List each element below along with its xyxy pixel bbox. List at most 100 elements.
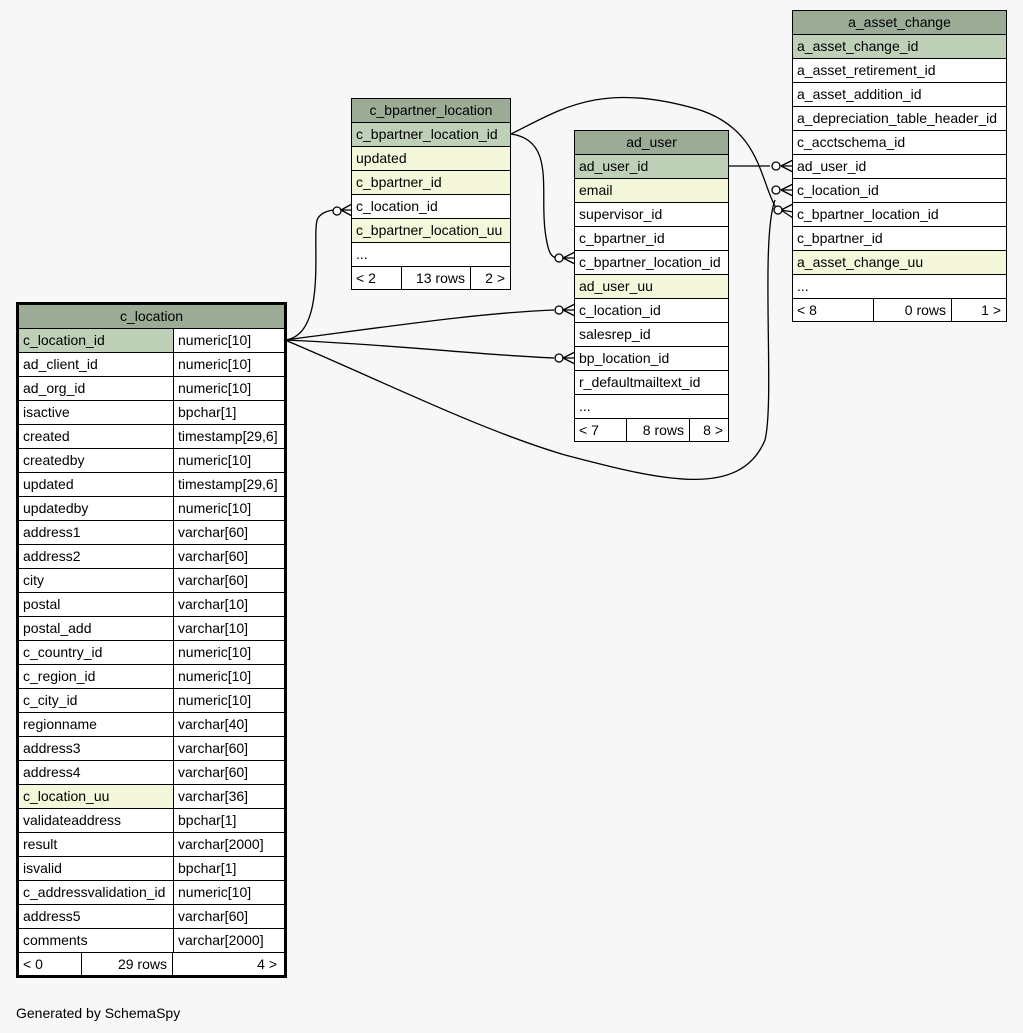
column-row[interactable]: a_asset_addition_id — [793, 83, 1006, 107]
column-name: c_country_id — [23, 644, 103, 660]
parents-count[interactable]: < 0 — [23, 956, 43, 972]
column-row[interactable]: ad_user_id — [575, 155, 728, 179]
column-row[interactable]: c_bpartner_location_id — [575, 251, 728, 275]
column-name: c_location_id — [579, 302, 661, 318]
column-row[interactable]: validateaddress bpchar[1] — [19, 809, 284, 833]
column-type: numeric[10] — [173, 353, 284, 376]
column-name: salesrep_id — [579, 326, 651, 342]
column-type: varchar[40] — [173, 713, 284, 736]
column-row[interactable]: a_asset_retirement_id — [793, 59, 1006, 83]
edge-c-location-to-ad-user-location — [284, 309, 555, 341]
column-row[interactable]: c_bpartner_location_uu — [352, 219, 510, 243]
rows-count: 8 rows — [626, 419, 689, 441]
column-name: address1 — [23, 524, 81, 540]
column-row[interactable]: salesrep_id — [575, 323, 728, 347]
column-name: postal — [23, 596, 61, 612]
column-type: varchar[2000] — [173, 929, 284, 952]
column-name: ad_user_id — [575, 155, 728, 178]
children-count[interactable]: 1 > — [951, 299, 1006, 321]
column-type: numeric[10] — [173, 497, 284, 520]
parents-count[interactable]: < 7 — [579, 422, 599, 438]
column-row[interactable]: a_depreciation_table_header_id — [793, 107, 1006, 131]
column-row[interactable]: c_bpartner_id — [793, 227, 1006, 251]
column-type: varchar[60] — [173, 545, 284, 568]
column-row[interactable]: c_acctschema_id — [793, 131, 1006, 155]
children-count[interactable]: 2 > — [470, 267, 510, 289]
column-row[interactable]: c_location_id — [793, 179, 1006, 203]
column-name: address3 — [23, 740, 81, 756]
column-row[interactable]: a_asset_change_uu — [793, 251, 1006, 275]
column-row[interactable]: updatedby numeric[10] — [19, 497, 284, 521]
column-name: isvalid — [23, 860, 62, 876]
column-row[interactable]: bp_location_id — [575, 347, 728, 371]
column-type: bpchar[1] — [173, 809, 284, 832]
column-row[interactable]: ... — [793, 275, 1006, 299]
column-name: updatedby — [23, 500, 89, 516]
column-name: c_bpartner_id — [352, 171, 510, 194]
column-name: ... — [579, 398, 591, 414]
table-title: ad_user — [575, 131, 728, 155]
column-row[interactable]: c_location_id — [575, 299, 728, 323]
column-name: c_location_uu — [19, 785, 173, 808]
column-row[interactable]: r_defaultmailtext_id — [575, 371, 728, 395]
column-row[interactable]: ad_user_uu — [575, 275, 728, 299]
column-row[interactable]: c_bpartner_id — [352, 171, 510, 195]
column-row[interactable]: address1 varchar[60] — [19, 521, 284, 545]
column-name: updated — [23, 476, 74, 492]
column-name: address4 — [23, 764, 81, 780]
column-row[interactable]: ... — [352, 243, 510, 267]
children-count[interactable]: 4 > — [172, 953, 282, 975]
column-name: c_city_id — [23, 692, 78, 708]
column-row[interactable]: ... — [575, 395, 728, 419]
table-title: c_location — [19, 305, 284, 329]
edge-c-location-to-ad-user-bp-location — [284, 339, 555, 359]
column-row[interactable]: ad_user_id — [793, 155, 1006, 179]
column-row[interactable]: regionname varchar[40] — [19, 713, 284, 737]
column-row[interactable]: address2 varchar[60] — [19, 545, 284, 569]
column-row[interactable]: email — [575, 179, 728, 203]
column-row[interactable]: updated — [352, 147, 510, 171]
parents-count[interactable]: < 8 — [797, 302, 817, 318]
column-type: varchar[60] — [173, 569, 284, 592]
column-name: address2 — [23, 548, 81, 564]
column-row[interactable]: c_bpartner_id — [575, 227, 728, 251]
table-footer: < 2 13 rows 2 > — [352, 267, 510, 289]
column-name: a_asset_change_id — [793, 35, 1006, 58]
column-row[interactable]: c_bpartner_location_id — [793, 203, 1006, 227]
column-type: numeric[10] — [173, 665, 284, 688]
children-count[interactable]: 8 > — [689, 419, 728, 441]
column-row[interactable]: a_asset_change_id — [793, 35, 1006, 59]
column-type: numeric[10] — [173, 449, 284, 472]
column-name: regionname — [23, 716, 97, 732]
column-type: varchar[60] — [173, 521, 284, 544]
column-row[interactable]: c_bpartner_location_id — [352, 123, 510, 147]
column-name: validateaddress — [23, 812, 122, 828]
column-row[interactable]: supervisor_id — [575, 203, 728, 227]
parents-count[interactable]: < 2 — [356, 270, 376, 286]
column-name: a_asset_addition_id — [797, 86, 922, 102]
column-row[interactable]: c_location_id — [352, 195, 510, 219]
